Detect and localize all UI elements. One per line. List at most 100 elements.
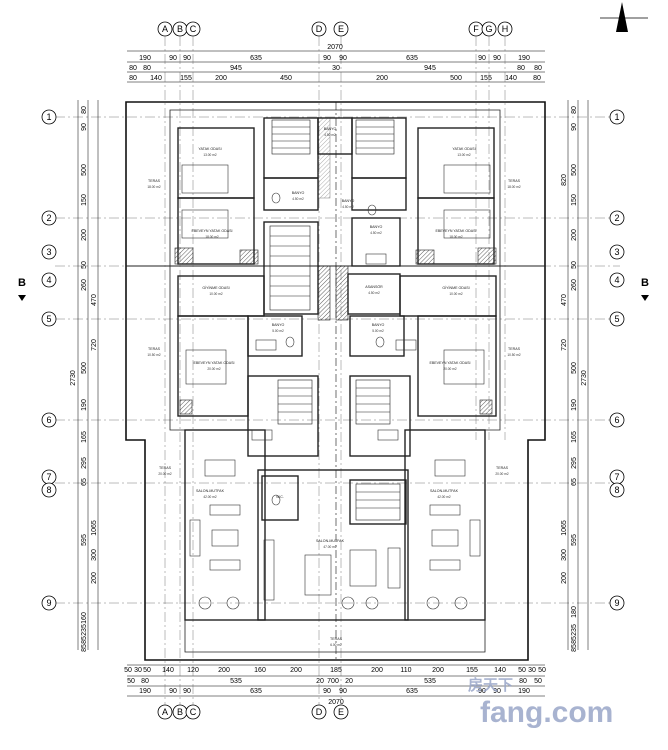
room-area: 18.00 m2 [147,185,161,189]
room-area: 42.00 m2 [203,495,217,499]
grid-col-g-top: G [481,21,497,37]
dim: 50 [124,667,132,674]
svg-text:470: 470 [91,294,98,306]
grid-label: 7 [46,472,51,482]
sofa-icon [429,504,461,516]
dim: 80 [129,75,137,82]
dim: 90 [478,688,486,695]
room-name: BANYO [342,199,355,203]
room-name: TERAS [148,179,161,183]
dim: 50 [534,678,542,685]
sanitary-fixtures [251,192,417,601]
bed-icon [443,164,491,194]
room-area: 20.00 m2 [443,367,457,371]
dim: 80 [533,75,541,82]
svg-text:150: 150 [81,194,88,206]
left-vertical-dimensions: 2730 80 90 500 150 200 50 260 470 720 50… [70,100,99,652]
dim: 80 [534,65,542,72]
room-area: 18.00 m2 [205,235,219,239]
svg-text:160: 160 [81,612,88,624]
grid-label: 3 [614,247,619,257]
dim: 450 [280,75,292,82]
dim: 190 [518,688,530,695]
bed-icon [185,349,227,385]
grid-col-e-bottom: E [333,704,349,720]
room-area: 20.00 m2 [207,367,221,371]
sofa-icon [387,547,401,589]
grid-label: 1 [46,112,51,122]
svg-text:80: 80 [81,106,88,114]
room-area: 47.00 m2 [323,545,337,549]
room-area: 20.00 m2 [158,472,172,476]
grid-col-f-top: F [468,21,484,37]
grid-label: 9 [614,598,619,608]
grid-row-5-right: 5 [609,311,625,327]
dim: 90 [169,55,177,62]
svg-text:180: 180 [571,606,578,618]
dim: 155 [466,667,478,674]
dim: 535 [230,678,242,685]
room-name: TERAS [148,347,161,351]
room-area: 6.00 m2 [330,643,342,647]
svg-text:300: 300 [91,549,98,561]
grid-row-4-left: 4 [41,272,57,288]
room-name: TERAS [159,466,172,470]
room-name: ASANSÖR [365,285,383,289]
grid-label: A [162,24,168,34]
dim: 140 [150,75,162,82]
sofa-icon [189,519,201,557]
dim: 635 [406,55,418,62]
grid-col-b-top: B [172,21,188,37]
room-name: EBEVEYN YATAK ODASI [429,361,470,365]
grid-label: 6 [614,415,619,425]
dim: 185 [330,667,342,674]
room-name: GİYİNME ODASI [442,285,469,290]
grid-label: 6 [46,415,51,425]
dim: 90 [323,688,331,695]
svg-text:500: 500 [571,362,578,374]
room-name: TERAS [508,179,521,183]
watermark: 房天下 fang.com [468,676,613,729]
svg-text:470: 470 [561,294,568,306]
room-area: 42.00 m2 [437,495,451,499]
svg-text:85: 85 [81,636,88,644]
svg-text:65: 65 [571,478,578,486]
furniture [181,164,491,610]
grid-label: 9 [46,598,51,608]
grid-label: 8 [614,485,619,495]
coffee-table-icon [211,529,239,547]
sink-icon [251,429,273,441]
dim: 190 [518,55,530,62]
grid-label: G [485,24,492,34]
room-name: BANYO [370,225,383,229]
dim: 945 [424,65,436,72]
grid-label: 3 [46,247,51,257]
grid-row-8-right: 8 [609,482,625,498]
room-name: TERAS [330,637,343,641]
sofa-icon [349,549,377,587]
svg-text:260: 260 [81,279,88,291]
grid-label: 2 [46,213,51,223]
grid-row-3-right: 3 [609,244,625,260]
grid-col-e-top: E [333,21,349,37]
bottom-overall-dim: 2070 [328,699,344,706]
dim: 155 [480,75,492,82]
svg-text:165: 165 [571,431,578,443]
room-area: 4.50 m2 [368,291,380,295]
right-overall-dim: 2730 [581,370,588,386]
svg-text:500: 500 [571,164,578,176]
left-overall-dim: 2730 [70,370,77,386]
svg-text:200: 200 [91,572,98,584]
grid-label: 4 [614,275,619,285]
dining-table-icon [304,554,332,596]
svg-text:85: 85 [81,644,88,652]
svg-text:90: 90 [81,123,88,131]
structural-columns [174,117,497,415]
svg-text:200: 200 [81,229,88,241]
grid-label: B [177,707,183,717]
dim: 50 [538,667,546,674]
svg-text:50: 50 [81,261,88,269]
dining-table-icon [434,459,466,477]
